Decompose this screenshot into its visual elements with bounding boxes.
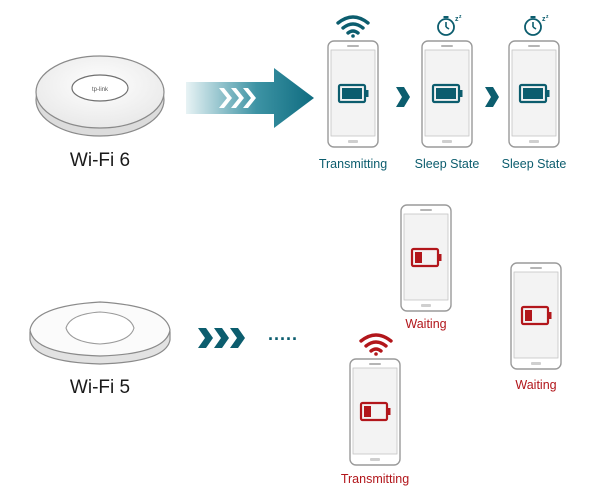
battery-full-icon [431,83,463,104]
wifi5-access-point [26,298,174,370]
chevron-right-icon [396,87,410,107]
wifi-icon [358,332,394,356]
battery-low-icon [520,305,552,326]
sleep-timer-icon: z z [522,13,550,37]
phone-waiting-2 [510,262,562,370]
wifi6-access-point: tp-link [30,50,170,140]
ap-logo: tp-link [92,87,109,93]
ellipsis: ..... [268,324,299,344]
phone-waiting-1 [400,204,452,312]
battery-full-icon [337,83,369,104]
svg-text:z: z [455,16,459,23]
svg-text:z: z [542,16,546,23]
chevron-right-icon [485,87,499,107]
wifi6-label: Wi-Fi 6 [69,150,131,171]
sleep-timer-icon: z z [435,13,463,37]
battery-low-icon [410,247,442,268]
phone-transmitting [327,40,379,148]
phone-sleep-1 [421,40,473,148]
battery-low-icon [359,401,391,422]
status-waiting-2: Waiting [515,378,557,392]
svg-text:z: z [459,14,462,20]
svg-text:z: z [546,14,549,20]
wifi5-label: Wi-Fi 5 [69,377,131,398]
status-transmitting-wifi5: Transmitting [340,472,410,486]
status-waiting-1: Waiting [405,317,447,331]
status-sleep-1: Sleep State [414,157,480,171]
triple-chevron-icon [198,326,248,350]
wifi6-transmit-arrow [186,68,316,128]
status-sleep-2: Sleep State [501,157,567,171]
phone-transmitting-wifi5 [349,358,401,466]
status-transmitting: Transmitting [318,157,388,171]
battery-full-icon [518,83,550,104]
phone-sleep-2 [508,40,560,148]
wifi-icon [335,14,371,38]
